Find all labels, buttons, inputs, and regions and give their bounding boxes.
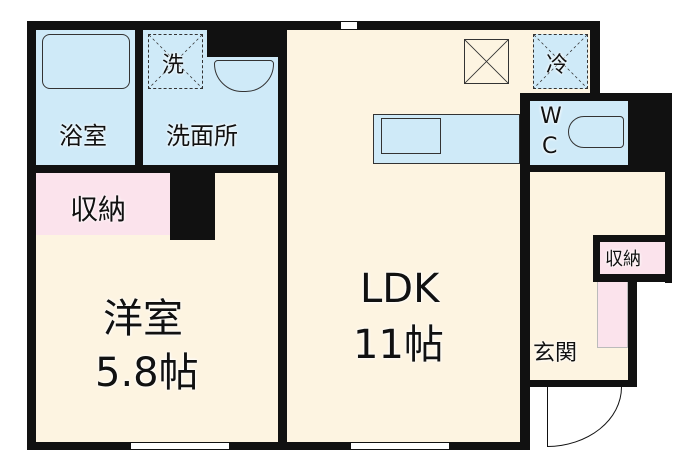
- wall: [665, 93, 672, 283]
- storage-right: [600, 242, 665, 274]
- wall: [207, 21, 287, 57]
- washer-label: 洗: [162, 53, 185, 78]
- ldk-size: 11帖: [353, 322, 444, 368]
- wall: [27, 442, 530, 450]
- wall: [27, 21, 600, 30]
- bathroom-label: 浴室: [59, 122, 107, 150]
- wall: [520, 93, 672, 101]
- ldk-name: LDK: [360, 266, 440, 312]
- washer-space: [148, 34, 203, 89]
- window: [340, 21, 358, 30]
- storage-left: [36, 173, 171, 235]
- wall: [278, 21, 287, 450]
- shoe-cabinet: [597, 280, 628, 348]
- wall: [628, 280, 637, 387]
- wall: [135, 30, 143, 165]
- western-room-name: 洋室: [103, 296, 183, 342]
- bathtub: [42, 34, 130, 89]
- wall: [593, 235, 600, 282]
- western-room-upper: [215, 173, 279, 235]
- kitchen-sink: [381, 118, 441, 154]
- western-room-size: 5.8帖: [95, 350, 199, 396]
- storage-right-label: 収納: [605, 249, 641, 270]
- fridge-space: [533, 34, 588, 89]
- window: [130, 442, 230, 450]
- window: [350, 442, 450, 450]
- wall: [628, 93, 672, 172]
- wc-label-c: C: [542, 134, 558, 159]
- ldk-room: [287, 30, 520, 442]
- wall: [593, 274, 672, 282]
- wall: [170, 173, 215, 240]
- toilet: [568, 116, 624, 148]
- storage-left-label: 収納: [70, 193, 127, 226]
- wall: [530, 165, 628, 172]
- wall: [530, 380, 637, 387]
- western-room: [36, 235, 287, 442]
- entrance-label: 玄関: [533, 341, 578, 366]
- washroom-label: 洗面所: [166, 122, 238, 150]
- wc-label-w: W: [540, 104, 562, 129]
- fridge-label: 冷: [546, 53, 569, 78]
- range-hood: [464, 39, 509, 84]
- wall: [520, 93, 530, 450]
- wall: [593, 235, 672, 242]
- wall: [27, 165, 287, 173]
- wall: [590, 21, 600, 93]
- front-door: [547, 387, 622, 447]
- wall: [27, 21, 36, 450]
- kitchen-counter: [373, 114, 520, 164]
